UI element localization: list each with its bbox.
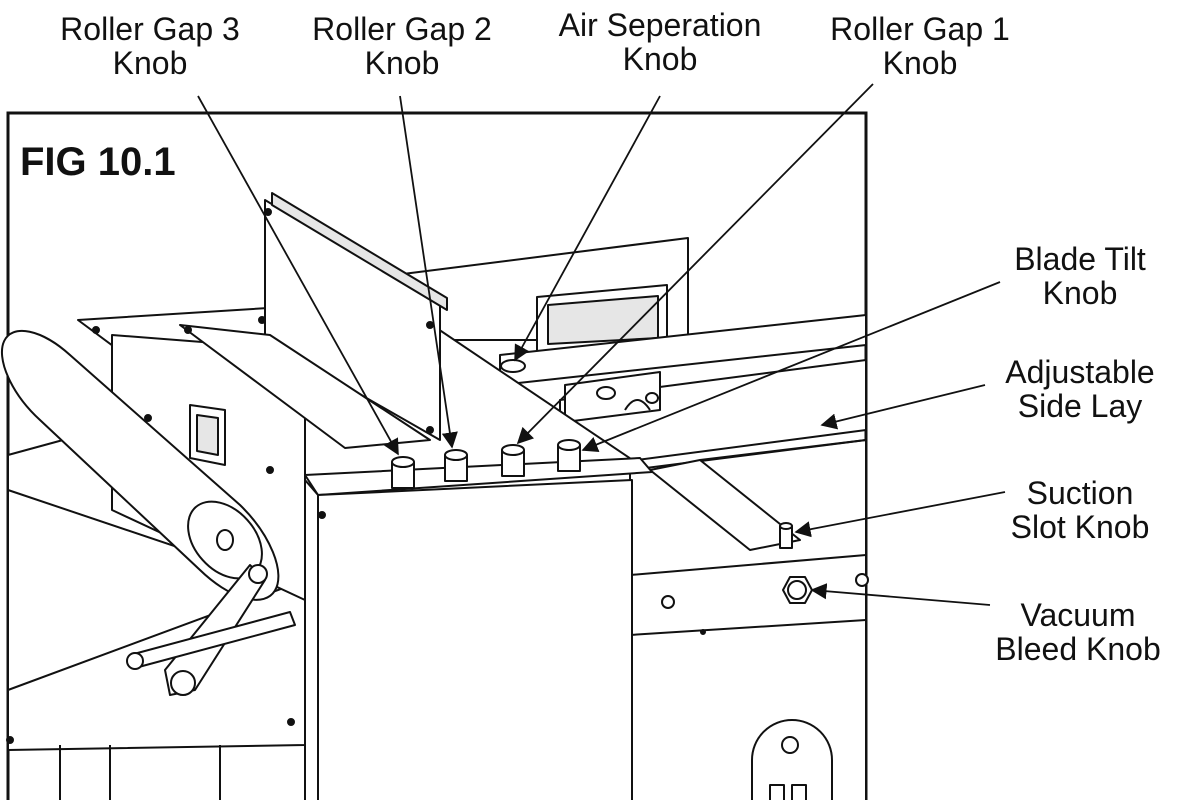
roller-gap-1-knob-shape (501, 444, 525, 477)
label-roller-gap-3: Roller Gap 3 Knob (30, 12, 270, 80)
leader-air-seperation (514, 95, 661, 362)
centre-column-side (304, 479, 319, 800)
label-roller-gap-3-line2: Knob (112, 45, 188, 81)
leader-blade-tilt (581, 281, 1001, 453)
label-adjustable-side-lay: Adjustable Side Lay (980, 355, 1180, 423)
label-blade-tilt-line1: Blade Tilt (1014, 241, 1146, 277)
leader-roller-gap-3 (197, 95, 399, 456)
label-suction-slot-line2: Slot Knob (1010, 509, 1150, 545)
label-blade-tilt: Blade Tilt Knob (980, 242, 1180, 310)
control-panel (751, 719, 833, 800)
label-vacuum-bleed-line2: Bleed Knob (995, 631, 1161, 667)
label-adjustable-side-lay-line2: Side Lay (1017, 388, 1143, 424)
label-roller-gap-1-line2: Knob (882, 45, 958, 81)
label-air-seperation-line1: Air Seperation (558, 7, 762, 43)
label-roller-gap-2: Roller Gap 2 Knob (282, 12, 522, 80)
label-roller-gap-2-line1: Roller Gap 2 (312, 11, 492, 47)
cover-plate-hinge (179, 324, 431, 449)
label-vacuum-bleed-line1: Vacuum (1020, 597, 1136, 633)
label-blade-tilt-line2: Knob (1042, 275, 1118, 311)
suction-channel (649, 459, 801, 551)
label-air-seperation: Air Seperation Knob (530, 8, 790, 76)
label-roller-gap-3-line1: Roller Gap 3 (60, 11, 240, 47)
label-vacuum-bleed: Vacuum Bleed Knob (970, 598, 1186, 666)
label-suction-slot-line1: Suction (1026, 475, 1134, 511)
label-adjustable-side-lay-line1: Adjustable (1005, 354, 1155, 390)
roller-gap-3-knob-shape (391, 456, 415, 489)
leader-vacuum-bleed (810, 583, 991, 606)
suction-slot-knob-shape (779, 522, 793, 549)
leader-suction-slot (794, 491, 1006, 538)
centre-column-front (317, 479, 633, 800)
air-seperation-knob-shape (500, 359, 526, 373)
label-roller-gap-1: Roller Gap 1 Knob (800, 12, 1040, 80)
blade-tilt-knob-shape (557, 439, 581, 472)
leader-roller-gap-2 (399, 95, 458, 449)
leader-roller-gap-1 (516, 83, 874, 445)
label-roller-gap-1-line1: Roller Gap 1 (830, 11, 1010, 47)
leader-adjustable-side-lay (820, 384, 986, 430)
roller-gap-2-knob-shape (444, 449, 468, 482)
figure-label: FIG 10.1 (20, 140, 176, 184)
vacuum-bleed-knob-shape (782, 576, 813, 604)
label-roller-gap-2-line2: Knob (364, 45, 440, 81)
label-air-seperation-line2: Knob (622, 41, 698, 77)
label-suction-slot: Suction Slot Knob (980, 476, 1180, 544)
